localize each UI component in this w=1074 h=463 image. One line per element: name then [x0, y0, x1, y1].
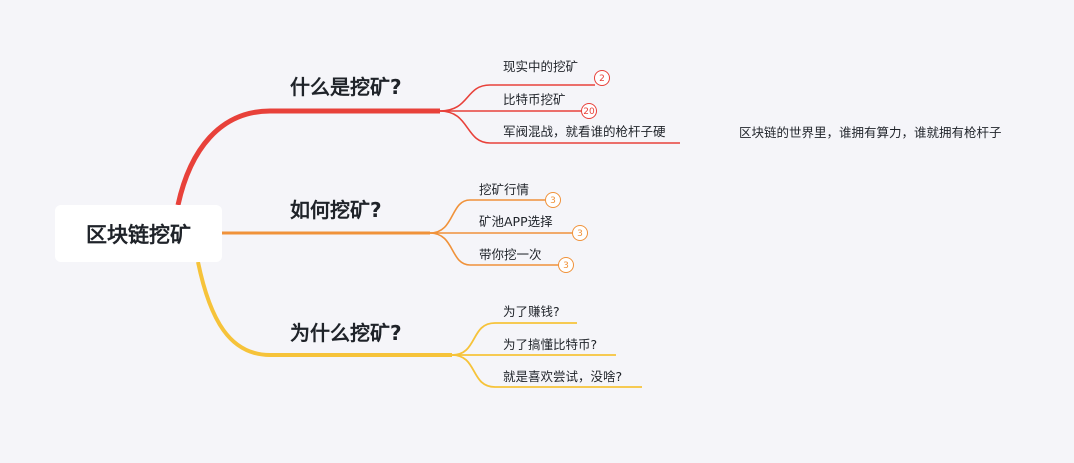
count-badge[interactable]: 2: [594, 70, 610, 86]
svg-text:3: 3: [563, 261, 569, 271]
svg-text:20: 20: [583, 107, 595, 117]
topic-node[interactable]: 为了赚钱?: [503, 304, 560, 319]
branch-2-child-3-connector: [429, 232, 559, 266]
root-node[interactable]: 区块链挖矿: [55, 205, 222, 262]
count-badge[interactable]: 20: [581, 103, 597, 119]
branch-1-connector: [175, 108, 440, 206]
branch-1-child-1-connector: [439, 84, 595, 112]
branch-1-child-3-connector: [439, 110, 680, 144]
branch-3-child-1-connector: [451, 322, 577, 356]
branch-3-title[interactable]: 为什么挖矿?: [290, 321, 402, 345]
topic-node[interactable]: 比特币挖矿: [503, 92, 566, 107]
topic-node[interactable]: 现实中的挖矿: [503, 59, 579, 74]
topic-node[interactable]: 挖矿行情: [479, 182, 530, 197]
topic-node[interactable]: 军阀混战，就看谁的枪杆子硬: [503, 124, 666, 139]
branch-3-connector: [196, 261, 452, 357]
topic-node[interactable]: 矿池APP选择: [479, 214, 553, 229]
subtopic-node[interactable]: 区块链的世界里，谁拥有算力，谁就拥有枪杆子: [739, 125, 1002, 140]
topic-node[interactable]: 为了搞懂比特币?: [503, 337, 598, 352]
svg-text:3: 3: [550, 196, 556, 206]
branch-1-title[interactable]: 什么是挖矿?: [290, 75, 402, 99]
branch-2-title[interactable]: 如何挖矿?: [290, 198, 382, 222]
branch-2-child-1-connector: [429, 199, 545, 234]
svg-text:2: 2: [599, 74, 605, 84]
branch-3-child-3-connector: [451, 354, 642, 388]
topic-node[interactable]: 就是喜欢尝试，没啥?: [503, 369, 623, 384]
count-badge[interactable]: 3: [545, 192, 561, 208]
topic-node[interactable]: 带你挖一次: [479, 247, 542, 262]
count-badge[interactable]: 3: [558, 257, 574, 273]
svg-text:3: 3: [577, 229, 583, 239]
count-badge[interactable]: 3: [572, 225, 588, 241]
